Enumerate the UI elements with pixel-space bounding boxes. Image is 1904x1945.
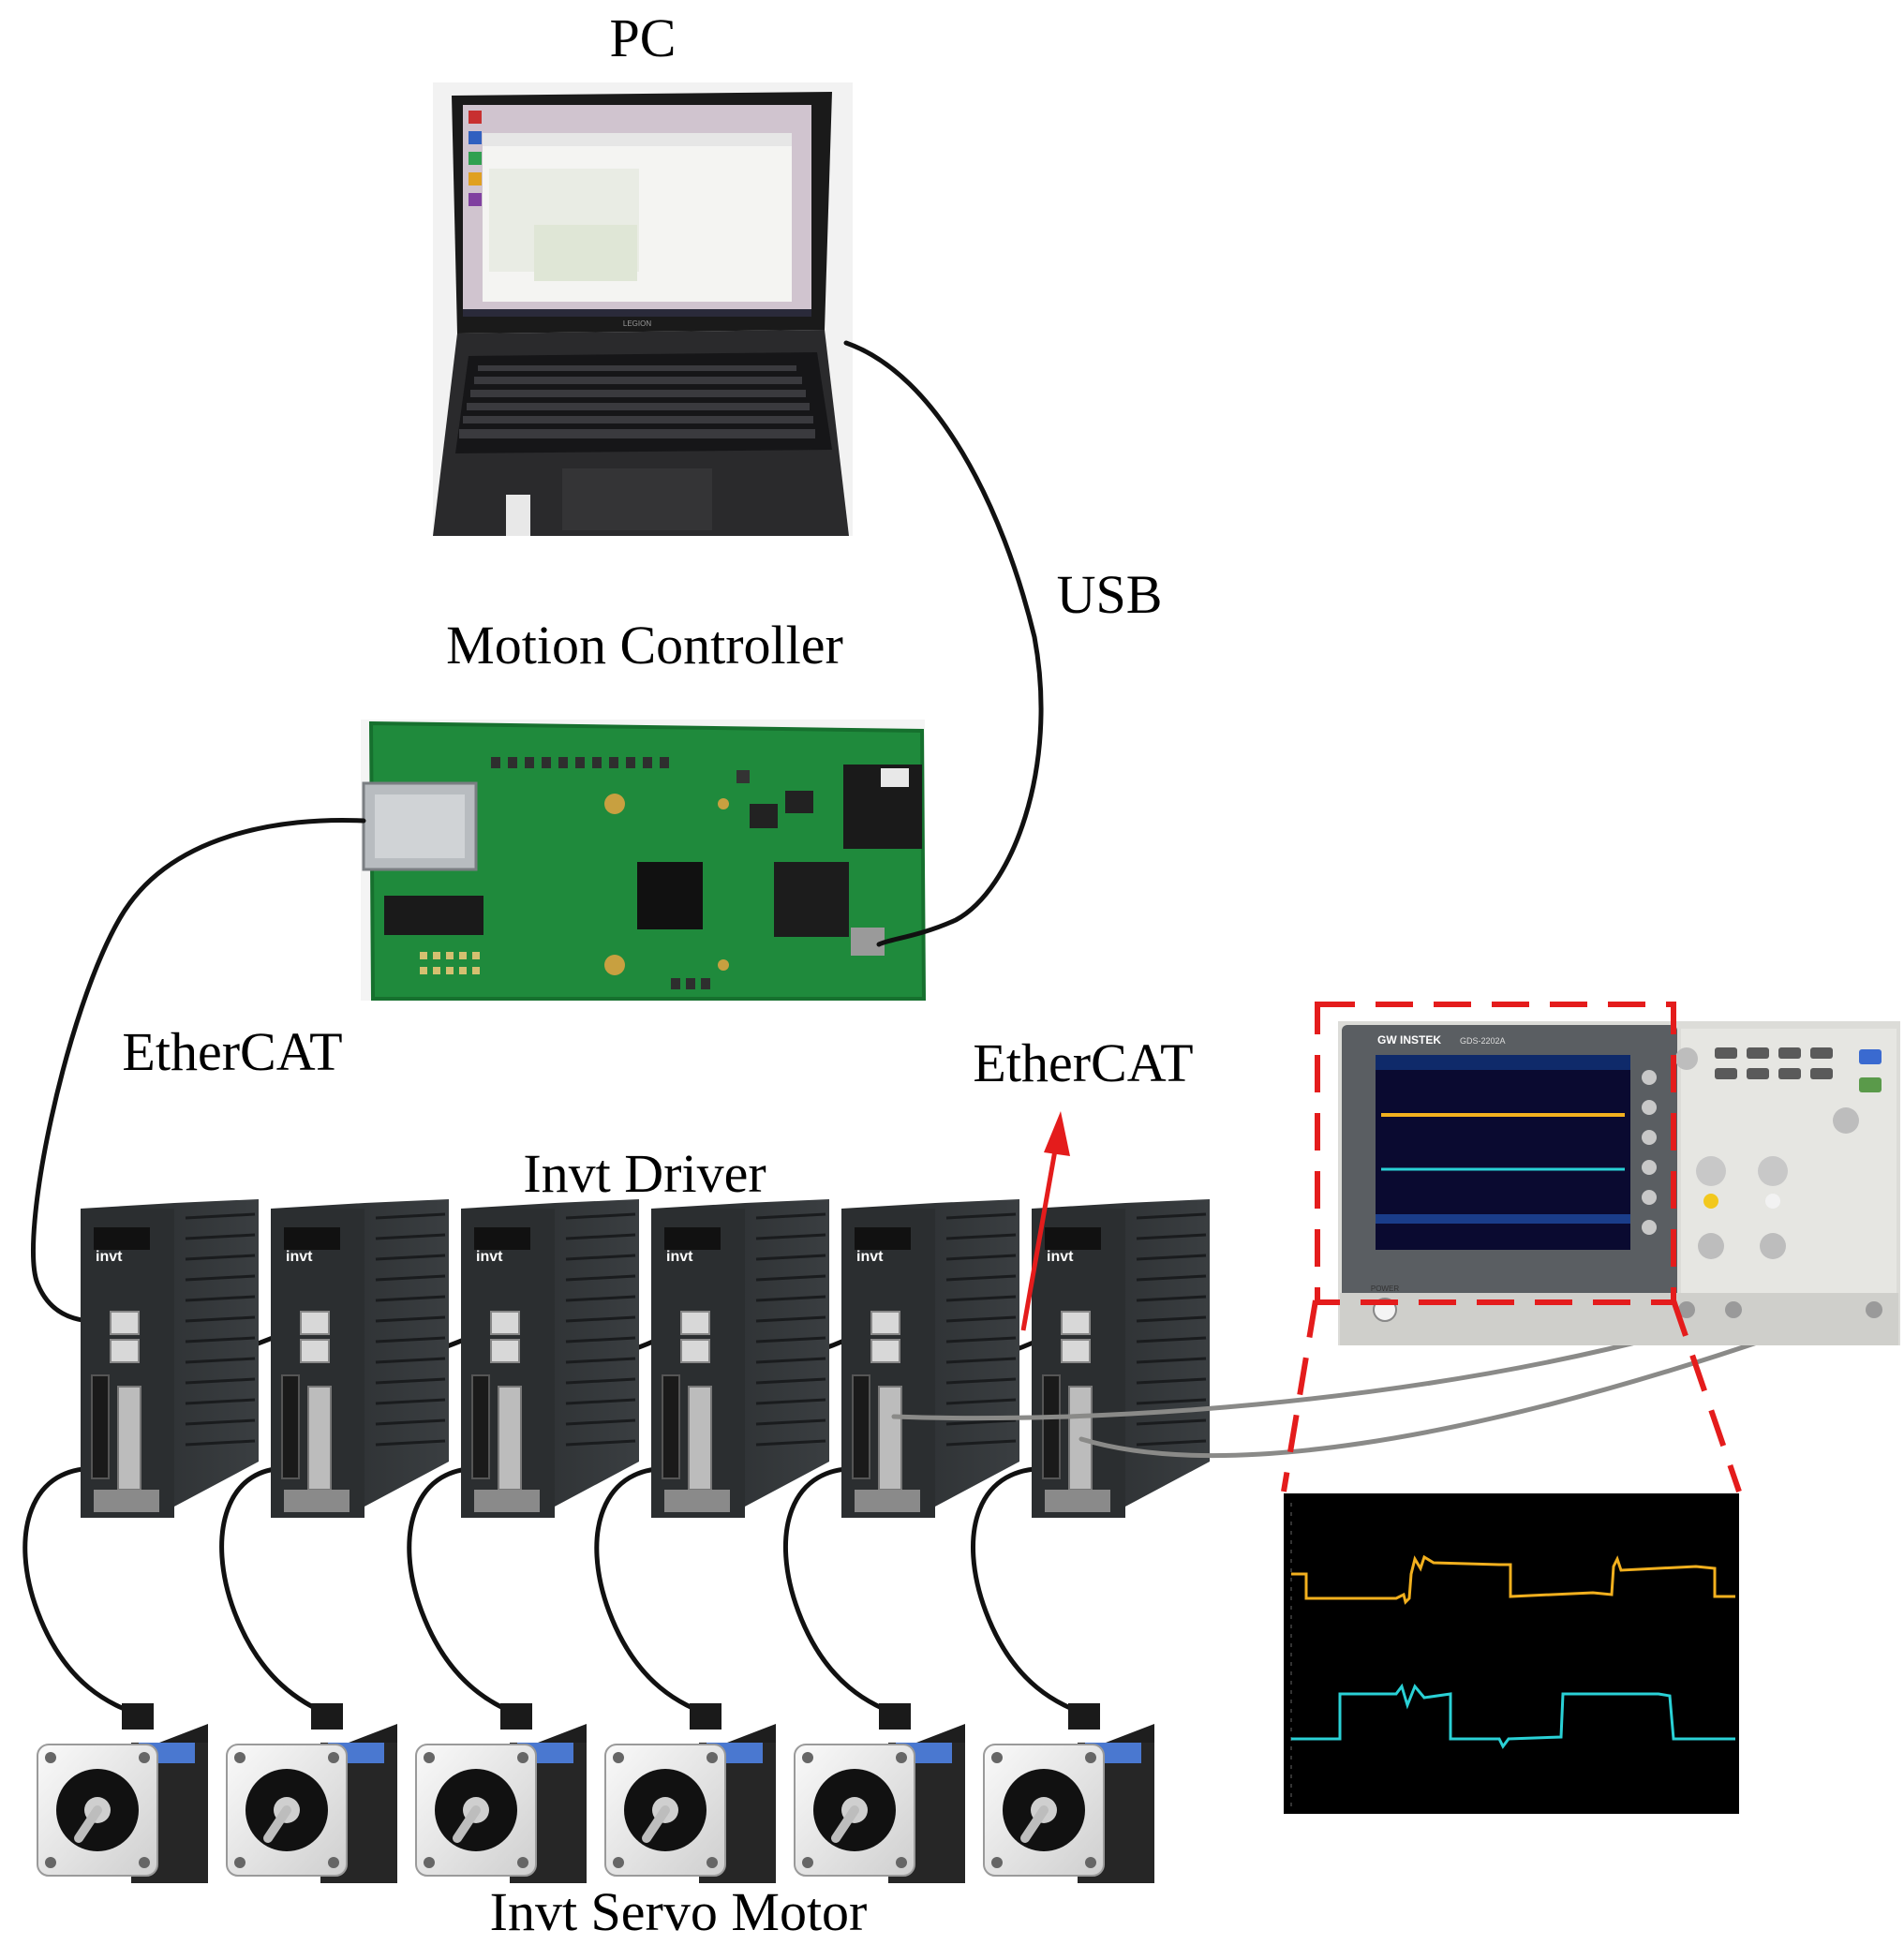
io-terminal [1042, 1374, 1061, 1479]
ethercat-port-out [110, 1339, 140, 1363]
scope-power-label: POWER [1371, 1284, 1399, 1293]
ethercat-port-in [300, 1311, 330, 1335]
motor-cable-4 [594, 1466, 711, 1717]
label-motion-controller: Motion Controller [446, 615, 843, 676]
invt-servo-motor [794, 1703, 965, 1883]
invt-servo-motor [415, 1703, 587, 1883]
label-invt-driver: Invt Driver [523, 1143, 766, 1204]
motor-shaft [642, 1805, 670, 1843]
invt-servo-motor-row [37, 1703, 1154, 1883]
ethercat-out-arrow [1020, 1111, 1070, 1331]
usb-cable [843, 340, 1044, 947]
ethercat-port-in [870, 1311, 900, 1335]
driver-brand: invt [476, 1249, 503, 1265]
laptop-touchpad [562, 468, 712, 530]
io-terminal [852, 1374, 870, 1479]
db-connector [307, 1386, 332, 1491]
invt-servo-motor [37, 1703, 208, 1883]
motion-controller-board [361, 720, 927, 1001]
driver-brand: invt [666, 1249, 693, 1265]
ethercat-port-in [1061, 1311, 1091, 1335]
io-terminal [471, 1374, 490, 1479]
motor-cable-2 [219, 1466, 331, 1717]
motor-cable-3 [407, 1466, 520, 1717]
laptop-pc: LEGION [433, 82, 853, 536]
motor-shaft [74, 1805, 102, 1843]
label-invt-servo-motor: Invt Servo Motor [490, 1881, 868, 1942]
invt-driver: invt [461, 1199, 639, 1518]
waveform-screen [1284, 1493, 1739, 1814]
oscilloscope: POWER GW INSTEK GDS-2202A [1338, 1021, 1900, 1345]
ethercat-port-out [490, 1339, 520, 1363]
motor-shaft [263, 1805, 291, 1843]
scope-brand: GW INSTEK [1377, 1033, 1441, 1047]
io-terminal [281, 1374, 300, 1479]
ethercat-port-in [490, 1311, 520, 1335]
trace-ch1 [1291, 1554, 1735, 1605]
trace-ch2 [1291, 1683, 1735, 1749]
label-ethercat-right: EtherCAT [973, 1032, 1193, 1093]
waveform-zoom [1284, 1493, 1739, 1814]
invt-driver: invt [81, 1199, 259, 1518]
db-connector [878, 1386, 902, 1491]
ethercat-cable-in [31, 818, 366, 1325]
motor-shaft [831, 1805, 859, 1843]
motor-cable-1 [22, 1466, 141, 1717]
label-ethercat-left: EtherCAT [122, 1021, 342, 1082]
io-terminal [91, 1374, 110, 1479]
driver-brand: invt [856, 1249, 884, 1265]
ethercat-port-out [1061, 1339, 1091, 1363]
driver-brand: invt [1047, 1249, 1074, 1265]
invt-servo-motor [226, 1703, 397, 1883]
invt-driver: invt [841, 1199, 1019, 1518]
scope-model: GDS-2202A [1460, 1036, 1506, 1046]
probe-cable-2 [1078, 1335, 1774, 1458]
motor-cable-5 [782, 1466, 900, 1717]
laptop-brand: LEGION [623, 319, 651, 328]
motor-shaft [453, 1805, 481, 1843]
ethercat-port-out [870, 1339, 900, 1363]
ethercat-port-in [680, 1311, 710, 1335]
invt-servo-motor [983, 1703, 1154, 1883]
zoom-callout [1281, 1002, 1742, 1492]
invt-driver-row: invt invt invt invt invt invt [81, 1199, 1210, 1518]
main-chip [637, 862, 703, 929]
invt-driver: invt [651, 1199, 829, 1518]
mcu-chip [774, 862, 849, 937]
usb-port [851, 928, 885, 956]
ethercat-port-in [110, 1311, 140, 1335]
label-usb: USB [1057, 564, 1163, 625]
invt-driver: invt [1032, 1199, 1210, 1518]
ethercat-port-out [300, 1339, 330, 1363]
ethercat-port-out [680, 1339, 710, 1363]
probe-cable-1 [891, 1328, 1686, 1421]
label-pc: PC [610, 7, 677, 68]
db-connector [117, 1386, 141, 1491]
db-connector [498, 1386, 522, 1491]
motor-cable-6 [971, 1466, 1090, 1717]
invt-driver: invt [271, 1199, 449, 1518]
io-terminal [662, 1374, 680, 1479]
driver-brand: invt [96, 1249, 123, 1265]
motor-shaft [1020, 1805, 1049, 1843]
invt-servo-motor [604, 1703, 776, 1883]
db-connector [688, 1386, 712, 1491]
driver-brand: invt [286, 1249, 313, 1265]
